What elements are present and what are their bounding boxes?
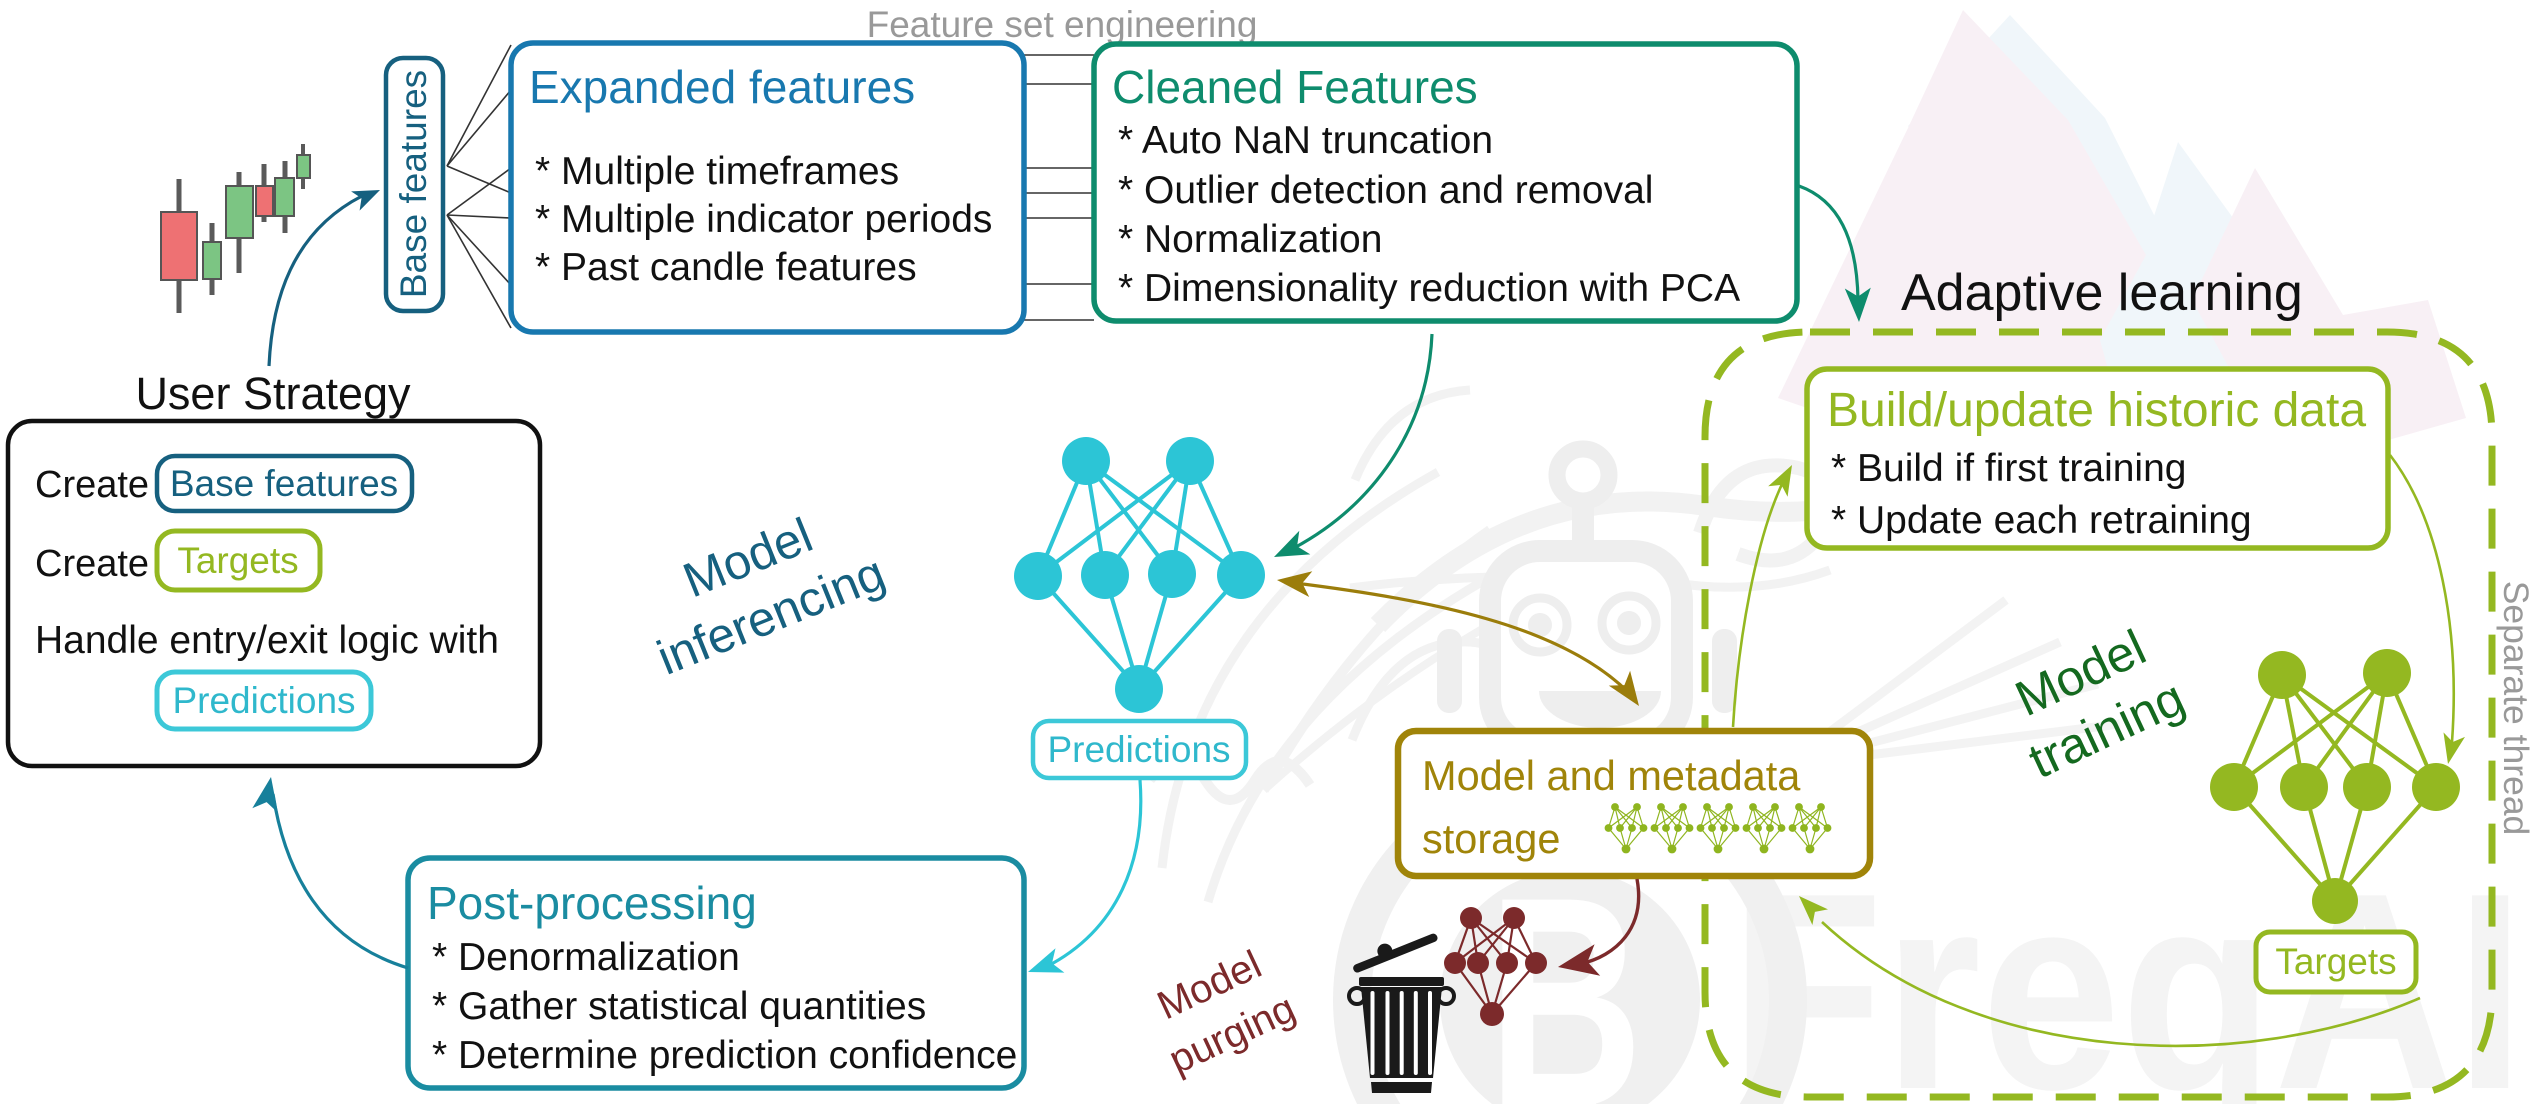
svg-text:* Build if first training: * Build if first training <box>1831 447 2186 490</box>
svg-text:Base features: Base features <box>393 70 434 298</box>
svg-text:Predictions: Predictions <box>172 680 355 721</box>
svg-text:* Normalization: * Normalization <box>1118 218 1382 261</box>
svg-text:* Past candle features: * Past candle features <box>535 246 917 289</box>
svg-text:Targets: Targets <box>2275 941 2396 982</box>
svg-text:Base features: Base features <box>170 463 398 504</box>
svg-text:Build/update historic data: Build/update historic data <box>1827 384 2366 437</box>
svg-text:User Strategy: User Strategy <box>135 368 411 419</box>
svg-text:Predictions: Predictions <box>1047 729 1230 770</box>
svg-text:* Determine prediction confide: * Determine prediction confidence <box>432 1034 1017 1077</box>
svg-text:Feature set engineering: Feature set engineering <box>867 4 1258 45</box>
svg-text:Targets: Targets <box>177 540 298 581</box>
svg-text:Create: Create <box>35 464 149 506</box>
svg-text:* Auto NaN truncation: * Auto NaN truncation <box>1118 119 1493 162</box>
svg-text:Adaptive learning: Adaptive learning <box>1901 264 2303 322</box>
svg-text:Cleaned Features: Cleaned Features <box>1112 61 1478 113</box>
svg-text:Post-processing: Post-processing <box>427 877 757 929</box>
svg-text:* Dimensionality reduction wit: * Dimensionality reduction with PCA <box>1118 267 1740 310</box>
svg-text:Separate thread: Separate thread <box>2496 581 2536 836</box>
svg-text:* Multiple indicator periods: * Multiple indicator periods <box>535 198 992 241</box>
svg-text:* Update each retraining: * Update each retraining <box>1831 499 2252 542</box>
svg-text:Model and metadata: Model and metadata <box>1422 752 1801 799</box>
svg-text:* Outlier detection and remova: * Outlier detection and removal <box>1118 169 1653 212</box>
svg-text:storage: storage <box>1422 815 1560 862</box>
svg-text:* Denormalization: * Denormalization <box>432 936 740 979</box>
svg-text:* Multiple timeframes: * Multiple timeframes <box>535 150 899 193</box>
svg-text:Expanded features: Expanded features <box>529 61 915 113</box>
svg-text:* Gather statistical quantitie: * Gather statistical quantities <box>432 985 926 1028</box>
svg-text:Create: Create <box>35 543 149 585</box>
svg-text:Handle entry/exit logic with: Handle entry/exit logic with <box>35 619 499 662</box>
